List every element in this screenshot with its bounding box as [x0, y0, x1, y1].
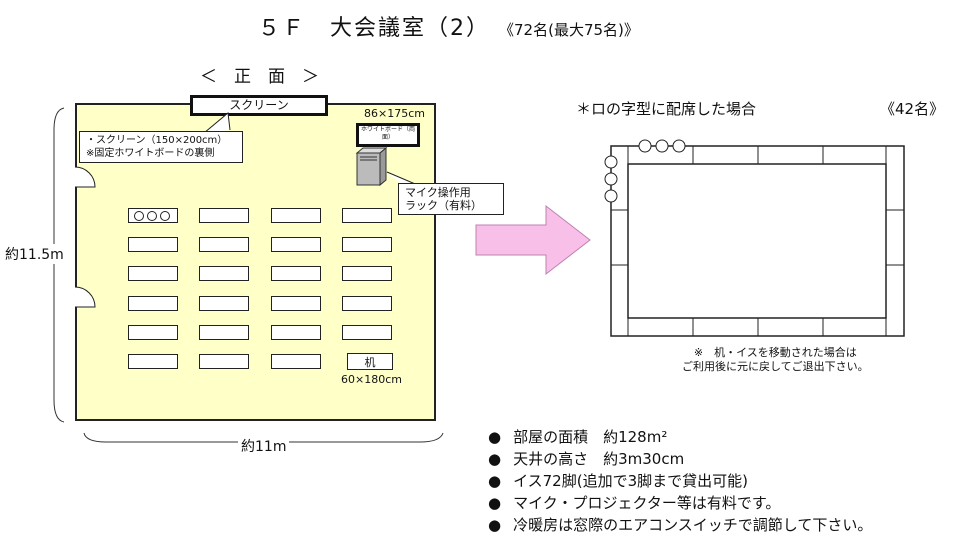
alt-layout-capacity: 《42名》	[880, 100, 945, 118]
alt-layout-note: ※ 机・イスを移動された場合はご利用後に元に戻してご退出下さい。	[682, 346, 869, 374]
info-item: 天井の高さ 約3m30cm	[488, 448, 872, 470]
desk	[199, 354, 249, 369]
room-floor: 机 60×180cm 86×175cm ホワイトボード（両面）	[75, 103, 436, 421]
arrow-icon	[475, 204, 591, 276]
note-line: ラック（有料）	[405, 199, 482, 212]
desk	[342, 325, 392, 340]
room-name: ５Ｆ 大会議室（2）	[258, 16, 490, 41]
desk	[342, 237, 392, 252]
rack-note: マイク操作用ラック（有料）	[398, 183, 504, 215]
desk	[128, 296, 178, 311]
desk	[342, 266, 392, 281]
desk	[271, 296, 321, 311]
desk	[199, 208, 249, 223]
note-line: ※ 机・イスを移動された場合は	[693, 346, 857, 359]
desk	[128, 266, 178, 281]
desk	[271, 354, 321, 369]
note-line: ご利用後に元に戻してご退出下さい。	[682, 360, 869, 373]
width-dimension: 約11m	[238, 436, 290, 456]
dimension-lines	[53, 107, 444, 443]
front-label: ＜ 正 面 ＞	[200, 67, 319, 87]
whiteboard-size: 86×175cm	[364, 107, 425, 120]
hollow-square-layout	[604, 139, 905, 337]
desk	[342, 208, 392, 223]
desk-label: 机	[347, 353, 393, 370]
whiteboard: ホワイトボード（両面）	[356, 123, 420, 147]
desk	[199, 296, 249, 311]
desk	[128, 325, 178, 340]
height-dimension: 約11.5m	[5, 244, 64, 264]
desk	[271, 266, 321, 281]
desk	[199, 325, 249, 340]
capacity: 《72名(最大75名)》	[499, 21, 639, 39]
desk	[128, 354, 178, 369]
desk	[271, 237, 321, 252]
door-icon	[75, 166, 96, 188]
screen-note: ・スクリーン（150×200cm） ※固定ホワイトボードの裏側	[79, 131, 243, 163]
desk	[128, 237, 178, 252]
desk	[342, 296, 392, 311]
screen: スクリーン	[190, 95, 328, 116]
note-line: ・スクリーン（150×200cm）	[86, 135, 228, 146]
desk	[199, 266, 249, 281]
note-line: ※固定ホワイトボードの裏側	[86, 148, 215, 159]
info-item: イス72脚(追加で3脚まで貸出可能)	[488, 470, 872, 492]
desk-size: 60×180cm	[341, 373, 402, 386]
door-icon	[75, 286, 96, 308]
chairs-icon	[134, 211, 170, 221]
desk	[271, 325, 321, 340]
desk	[199, 237, 249, 252]
page-title: ５Ｆ 大会議室（2） 《72名(最大75名)》	[258, 10, 639, 42]
rack-icon	[355, 147, 388, 187]
note-line: マイク操作用	[405, 186, 471, 199]
room-info-list: 部屋の面積 約128m² 天井の高さ 約3m30cm イス72脚(追加で3脚まで…	[488, 426, 872, 536]
info-item: 部屋の面積 約128m²	[488, 426, 872, 448]
alt-layout-title: ＊ロの字型に配席した場合	[576, 100, 757, 118]
desk	[271, 208, 321, 223]
info-item: 冷暖房は窓際のエアコンスイッチで調節して下さい。	[488, 514, 872, 536]
info-item: マイク・プロジェクター等は有料です。	[488, 492, 872, 514]
